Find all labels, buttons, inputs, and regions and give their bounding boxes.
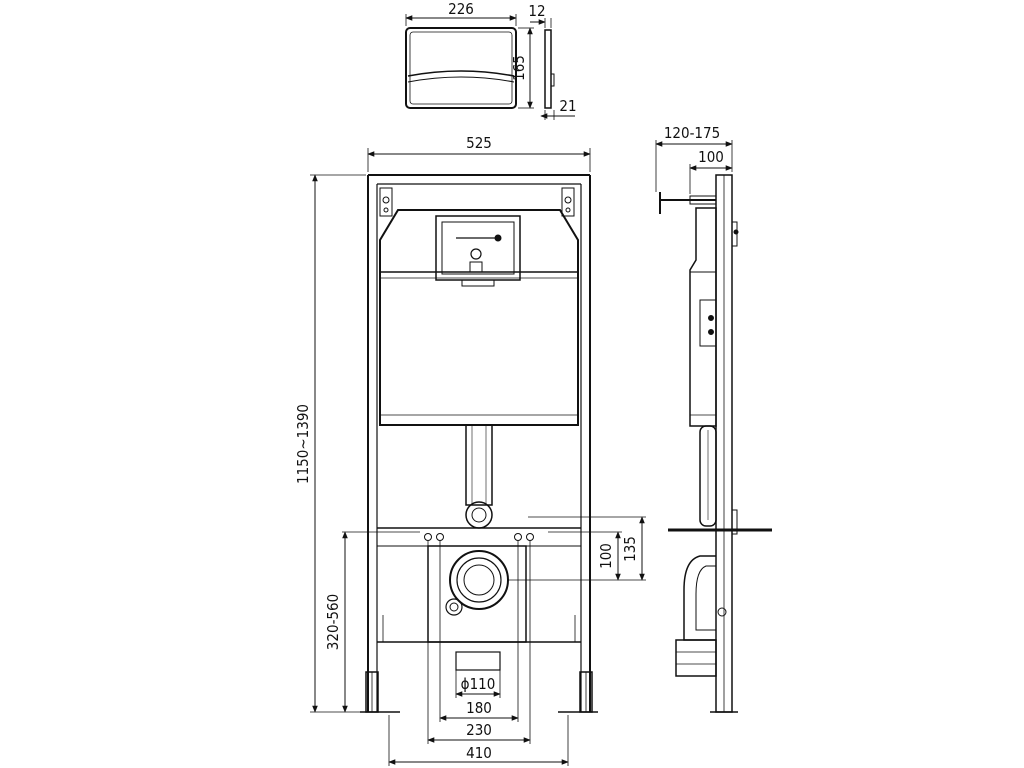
- flush-plate-front: [405, 27, 517, 109]
- outlet-offset-dimensions: 100 135: [508, 516, 646, 581]
- frame-width-label: 525: [466, 134, 492, 152]
- side-depth-range-label: 120-175: [664, 124, 720, 142]
- flush-plate-depth-label: 21: [559, 97, 576, 115]
- flush-valve-assembly: [435, 215, 521, 287]
- drain-height-dimension: 320-560: [324, 531, 420, 713]
- side-depth-label: 100: [698, 148, 724, 166]
- cistern-tank: [379, 209, 579, 426]
- drain-height-label: 320-560: [324, 594, 342, 650]
- side-frame: [710, 174, 739, 713]
- flush-plate-depth-dimension: 21: [540, 97, 577, 120]
- pipe-diameter-label: ϕ110: [461, 675, 496, 693]
- flush-plate-side: [544, 29, 555, 109]
- inner-spacing-label: 230: [466, 721, 492, 739]
- flush-plate-width-dimension: 226: [405, 0, 517, 26]
- side-wall-anchor: [659, 192, 717, 214]
- side-depth-dimensions: 120-175 100: [655, 124, 733, 194]
- flush-plate-thickness-dimension: 12: [528, 2, 552, 28]
- side-drain-bend: [675, 555, 717, 677]
- front-frame: [360, 174, 598, 713]
- side-cistern: [689, 207, 717, 427]
- bottom-spacing-dimensions: ϕ110 180 230 410: [388, 541, 569, 766]
- frame-height-label: 1150~1390: [294, 404, 312, 484]
- foot-spacing-label: 410: [466, 744, 492, 762]
- flush-plate-width-label: 226: [448, 0, 474, 18]
- flush-plate-thickness-label: 12: [528, 2, 545, 20]
- offset-100-label: 100: [597, 543, 615, 569]
- stud-spacing-label: 180: [466, 699, 492, 717]
- offset-135-label: 135: [621, 536, 639, 562]
- bowl-connection-panel: [377, 527, 581, 671]
- frame-height-dimension: 1150~1390: [294, 174, 366, 713]
- flush-pipe: [465, 424, 493, 529]
- side-flush-pipe: [699, 425, 717, 527]
- frame-width-dimension: 525: [367, 134, 591, 172]
- flush-plate-height-label: 165: [510, 55, 528, 81]
- flush-plate-height-dimension: 165: [510, 27, 534, 109]
